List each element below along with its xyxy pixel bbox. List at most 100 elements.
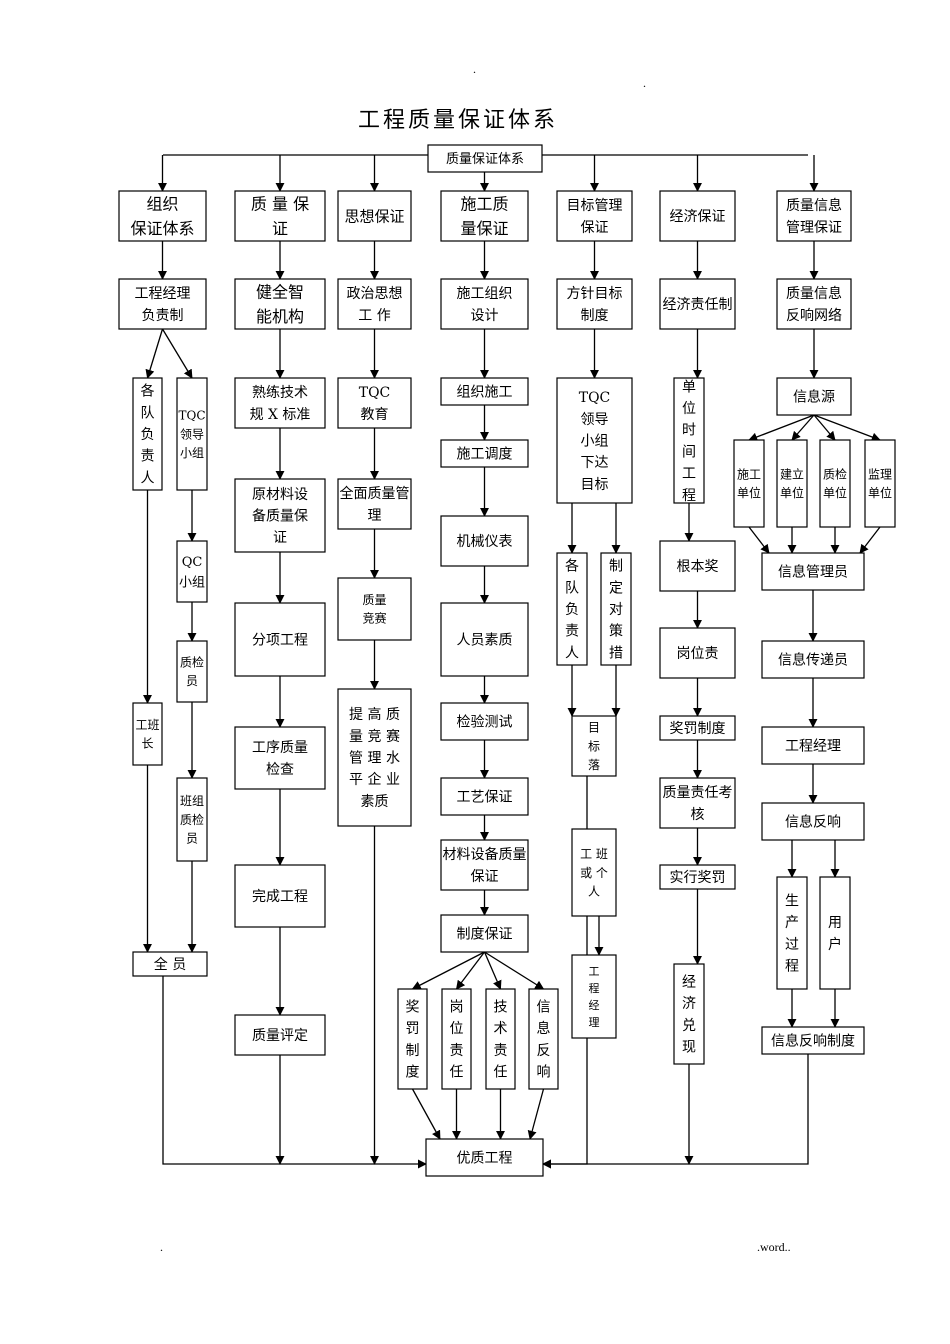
node-c6-label: 经济保证 xyxy=(670,209,726,225)
edge-69 xyxy=(791,414,815,441)
node-c5e-label: 工 班或 个人 xyxy=(580,847,608,898)
node-c3-frame xyxy=(337,190,412,242)
node-c6c-frame xyxy=(659,540,736,592)
node-c2d: 分项工程 xyxy=(234,602,326,677)
node-c6e-frame xyxy=(659,715,736,741)
node-c5c1: 各队负责人 xyxy=(556,552,588,666)
node-c4j1: 奖罚制度 xyxy=(397,988,428,1090)
node-c3: 思想保证 xyxy=(337,190,412,242)
node-c4d: 机械仪表 xyxy=(440,515,529,567)
node-c4j1-label: 奖罚制度 xyxy=(406,998,420,1080)
node-c1g-frame xyxy=(132,951,208,977)
node-c1: 组织保证体系 xyxy=(118,190,207,242)
node-c2c: 原材料设备质量保证 xyxy=(234,478,326,553)
node-c7c4: 监理单位 xyxy=(864,439,896,528)
node-c5d-label: 目标落 xyxy=(588,721,600,772)
node-c4j2: 岗位责任 xyxy=(441,988,472,1090)
node-c4f-label: 检验测试 xyxy=(457,715,513,731)
node-c2g-label: 质量评定 xyxy=(252,1028,308,1044)
node-c7i: 信息反响制度 xyxy=(761,1026,865,1055)
node-c6g: 实行奖罚 xyxy=(659,864,736,890)
edge-45 xyxy=(411,1088,441,1140)
node-c7d-frame xyxy=(761,552,865,591)
node-c2g-frame xyxy=(234,1014,326,1056)
node-c5e: 工 班或 个人 xyxy=(571,828,617,917)
node-c2a: 健全智能机构 xyxy=(234,278,326,330)
edge-83 xyxy=(542,1054,809,1169)
node-c1a-frame xyxy=(118,278,207,330)
node-c7f-label: 工程经理 xyxy=(785,739,841,755)
node-c6f-label: 质量责任考核 xyxy=(663,785,733,823)
node-c4a-label: 施工组织设计 xyxy=(457,286,513,324)
node-c2-frame xyxy=(234,190,326,242)
node-c3d-frame xyxy=(337,577,412,641)
node-c7h1-frame xyxy=(776,876,808,990)
node-c2e-label: 工序质量检查 xyxy=(252,740,308,778)
node-c4-frame xyxy=(440,190,529,242)
node-c4i-label: 制度保证 xyxy=(457,927,513,943)
node-c2a-label: 健全智能机构 xyxy=(256,282,304,326)
node-c3d-label: 质量竞赛 xyxy=(362,593,386,626)
node-c1b1-frame xyxy=(132,377,163,491)
node-c7e-frame xyxy=(761,640,865,679)
node-c6h-frame xyxy=(673,963,705,1065)
node-c2-label: 质 量 保证 xyxy=(251,194,309,238)
node-c7c3-frame xyxy=(819,439,851,528)
node-c7b-frame xyxy=(776,377,852,416)
node-c4d-label: 机械仪表 xyxy=(457,534,513,550)
node-c4g-frame xyxy=(440,777,529,816)
node-c3a: 政治思想工 作 xyxy=(337,278,412,330)
edge-72 xyxy=(748,526,770,554)
node-c3d: 质量竞赛 xyxy=(337,577,412,641)
node-c3e-frame xyxy=(337,688,412,827)
edge-17 xyxy=(162,976,427,1169)
edges-layer xyxy=(142,154,881,1169)
node-c7c1: 施工单位 xyxy=(733,439,765,528)
node-c2b-frame xyxy=(234,377,326,429)
diagram-title: 工程质量保证体系 xyxy=(358,108,558,133)
node-c6a-frame xyxy=(659,278,736,330)
node-c1c-frame xyxy=(176,540,208,603)
node-c1f-frame xyxy=(176,777,208,862)
node-c4j2-label: 岗位责任 xyxy=(450,999,464,1080)
node-c4h-label: 材料设备质量保证 xyxy=(443,846,527,885)
node-c3a-frame xyxy=(337,278,412,330)
node-c5c2-label: 制定对策措 xyxy=(609,559,623,662)
node-c4g: 工艺保证 xyxy=(440,777,529,816)
node-c6d: 岗位责 xyxy=(659,627,736,679)
node-c4g-label: 工艺保证 xyxy=(457,790,513,806)
edge-41 xyxy=(411,951,485,990)
node-c3a-label: 政治思想工 作 xyxy=(347,286,403,324)
node-c6e-label: 奖罚制度 xyxy=(670,720,726,737)
node-c7c3-label: 质检单位 xyxy=(823,467,847,501)
node-c5a-frame xyxy=(556,278,633,330)
node-c7c4-frame xyxy=(864,439,896,528)
node-c6-frame xyxy=(659,190,736,242)
node-c4h: 材料设备质量保证 xyxy=(440,839,529,891)
node-c2b: 熟练技术规 X 标准 xyxy=(234,377,326,429)
node-c5a: 方针目标制度 xyxy=(556,278,633,330)
header-mark-1: . xyxy=(473,62,476,76)
node-c7f: 工程经理 xyxy=(761,726,865,765)
node-c1f-label: 班组质检员 xyxy=(180,794,204,845)
node-c7c4-label: 监理单位 xyxy=(868,468,892,501)
node-c7a: 质量信息反响网络 xyxy=(776,278,852,330)
node-c1-frame xyxy=(118,190,207,242)
node-c3c-label: 全面质量管理 xyxy=(340,485,410,524)
node-c4e-frame xyxy=(440,602,529,677)
node-c5e-frame xyxy=(571,828,617,917)
edge-44 xyxy=(484,951,545,990)
node-c4j2-frame xyxy=(441,988,472,1090)
node-c2: 质 量 保证 xyxy=(234,190,326,242)
node-c7c2-frame xyxy=(776,439,808,528)
node-c2e: 工序质量检查 xyxy=(234,726,326,790)
edge-75 xyxy=(859,526,881,554)
node-c2f-label: 完成工程 xyxy=(252,889,308,905)
node-c6: 经济保证 xyxy=(659,190,736,242)
node-c2g: 质量评定 xyxy=(234,1014,326,1056)
